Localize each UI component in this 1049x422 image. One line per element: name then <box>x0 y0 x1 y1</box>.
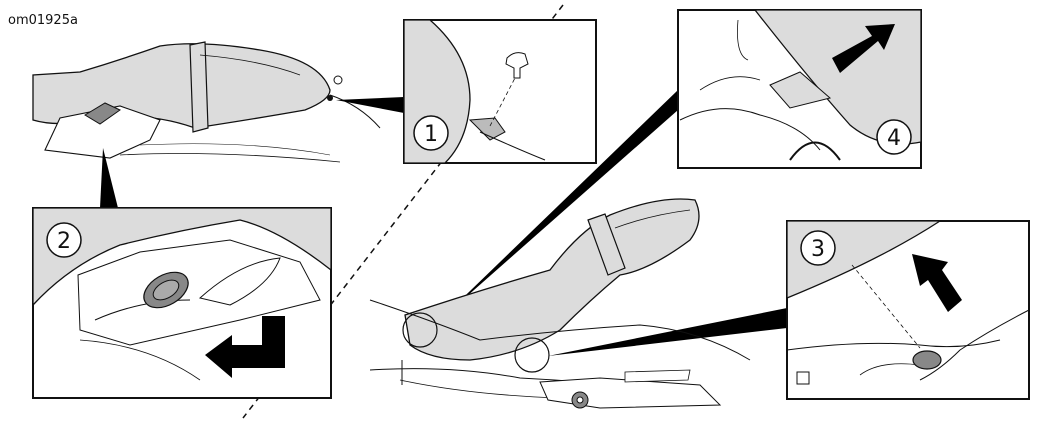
grommet-icon <box>912 350 942 370</box>
direction-arrow-up-right <box>832 24 895 73</box>
center-main-view <box>369 198 751 409</box>
screw-icon <box>505 52 529 79</box>
detail-panel-2: 2 <box>32 207 332 399</box>
overview-screw-icon <box>333 75 343 85</box>
step-number-3: 3 <box>811 237 825 262</box>
top-left-overview <box>32 41 381 163</box>
step-number-1: 1 <box>424 122 438 147</box>
step-number-4: 4 <box>887 126 901 151</box>
detail-panel-1: 1 <box>403 19 597 164</box>
figure-code-label: om01925a <box>8 13 78 28</box>
callout-pointer-3 <box>548 308 787 356</box>
direction-arrow-up <box>912 254 962 312</box>
direction-arrow-left <box>205 316 285 378</box>
main-seat <box>404 198 700 361</box>
main-frame <box>539 377 722 409</box>
callout-pointer-1 <box>336 97 404 113</box>
step-number-2: 2 <box>57 229 71 254</box>
detail-panel-4: 4 <box>677 9 922 169</box>
callout-pointer-2 <box>100 148 118 208</box>
detail-panel-3: 3 <box>786 220 1030 400</box>
callout-pointer-4 <box>440 90 678 320</box>
overview-frame <box>44 105 161 159</box>
